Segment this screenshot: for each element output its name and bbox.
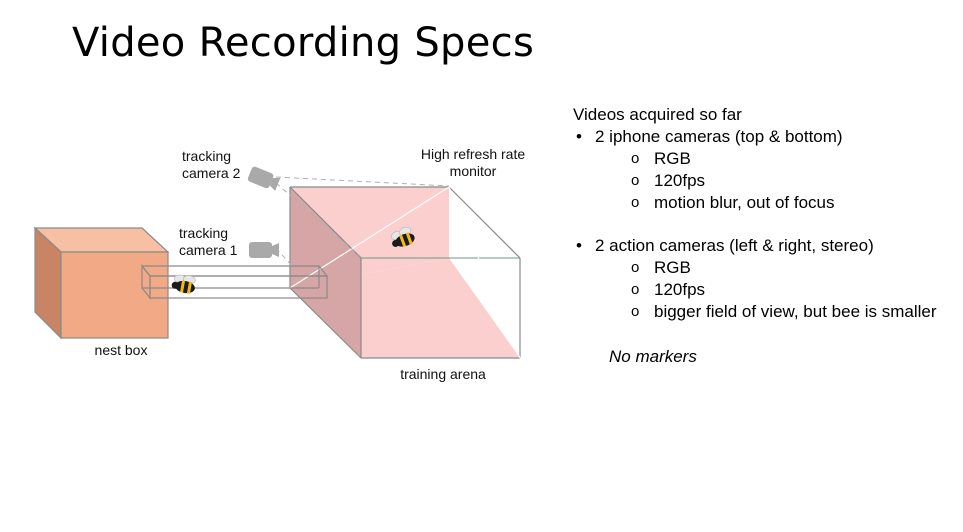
camera-group-title: 2 iphone cameras (top & bottom) bbox=[595, 127, 843, 146]
spec-item: RGB bbox=[631, 148, 953, 170]
camera1-label-line2: camera 1 bbox=[179, 242, 238, 258]
camera-icon bbox=[247, 166, 281, 191]
monitor-label-line2: monitor bbox=[450, 163, 497, 179]
tunnel bbox=[140, 264, 329, 300]
spec-list: RGB 120fps bigger field of view, but bee… bbox=[595, 257, 953, 323]
nest-box-label: nest box bbox=[95, 342, 148, 358]
training-arena-label: training arena bbox=[400, 366, 486, 382]
spec-item: bigger field of view, but bee is smaller bbox=[631, 301, 953, 323]
nest-box bbox=[33, 226, 170, 340]
camera-group: 2 iphone cameras (top & bottom) RGB 120f… bbox=[573, 126, 953, 214]
camera-icon bbox=[249, 242, 279, 258]
camera2-label-line2: camera 2 bbox=[182, 165, 241, 181]
slide-title: Video Recording Specs bbox=[72, 20, 535, 66]
monitor-diagonal bbox=[289, 186, 450, 289]
camera-group-list: 2 iphone cameras (top & bottom) RGB 120f… bbox=[573, 126, 953, 323]
recording-notes: Videos acquired so far 2 iphone cameras … bbox=[573, 104, 953, 368]
camera-group-title: 2 action cameras (left & right, stereo) bbox=[595, 236, 874, 255]
bee-icon bbox=[171, 274, 196, 294]
tracking-camera-1 bbox=[249, 242, 279, 258]
tracking-camera-2 bbox=[247, 166, 281, 191]
arena-left-wall bbox=[290, 187, 361, 358]
spec-item: motion blur, out of focus bbox=[631, 192, 953, 214]
nest-box-front bbox=[60, 251, 169, 339]
spec-item: 120fps bbox=[631, 170, 953, 192]
camera-group: 2 action cameras (left & right, stereo) … bbox=[573, 235, 953, 323]
camera1-label-line1: tracking bbox=[179, 225, 228, 241]
bee-icon bbox=[390, 226, 415, 248]
camera2-label-line1: tracking bbox=[182, 148, 231, 164]
notes-footnote: No markers bbox=[609, 347, 697, 366]
spec-item: RGB bbox=[631, 257, 953, 279]
spec-list: RGB 120fps motion blur, out of focus bbox=[595, 148, 953, 214]
notes-heading: Videos acquired so far bbox=[573, 105, 742, 124]
training-arena bbox=[289, 186, 521, 359]
monitor-label-line1: High refresh rate bbox=[421, 146, 525, 162]
spec-item: 120fps bbox=[631, 279, 953, 301]
setup-diagram: tracking camera 2 tracking camera 1 High… bbox=[33, 146, 525, 382]
